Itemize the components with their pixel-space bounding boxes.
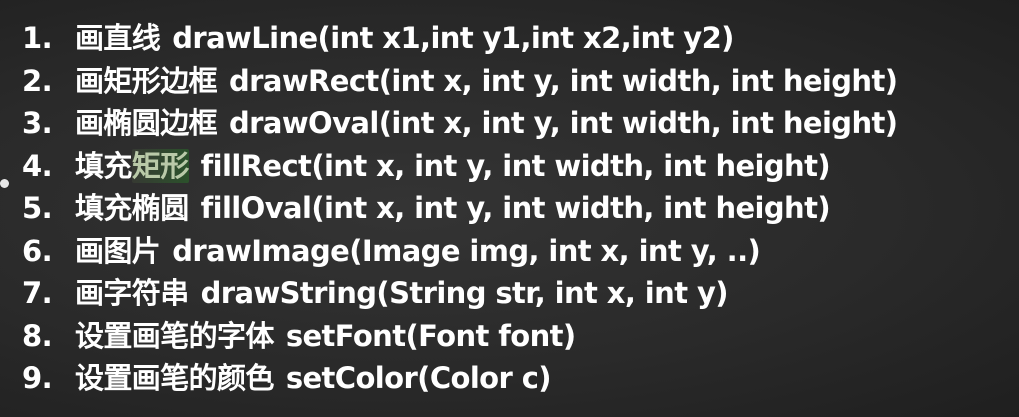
highlighted-text: 矩形: [131, 148, 189, 183]
item-method-signature: fillOval(int x, int y, int width, int he…: [200, 191, 831, 225]
pointer-dot: [0, 179, 9, 188]
item-method-signature: drawRect(int x, int y, int width, int he…: [229, 63, 898, 98]
list-item: 2. 画矩形边框 drawRect(int x, int y, int width,…: [22, 60, 898, 103]
item-chinese-label: 画字符串: [75, 276, 189, 310]
item-number: 2.: [22, 63, 53, 98]
item-number: 8.: [22, 318, 53, 353]
item-chinese-label: 填充矩形: [75, 148, 189, 183]
list-item: 9. 设置画笔的颜色 setColor(Color c): [22, 357, 897, 400]
item-chinese-label: 设置画笔的字体: [75, 318, 274, 353]
list-item: 7. 画字符串 drawString(String str, int x, int …: [22, 272, 897, 315]
item-chinese-label: 画矩形边框: [75, 63, 218, 98]
item-number: 9.: [22, 361, 53, 395]
item-number: 6.: [22, 233, 53, 268]
list-item: 8. 设置画笔的字体 setFont(Font font): [22, 315, 897, 358]
item-chinese-label: 画直线: [75, 21, 161, 55]
item-method-signature: drawLine(int x1,int y1,int x2,int y2): [172, 21, 734, 55]
item-chinese-label: 画图片: [75, 233, 161, 268]
item-number: 7.: [22, 276, 53, 310]
graphics-method-list: 1. 画直线 drawLine(int x1,int y1,int x2,int y…: [22, 17, 898, 400]
item-chinese-label: 画椭圆边框: [75, 106, 218, 140]
item-method-signature: drawString(String str, int x, int y): [200, 276, 729, 310]
item-method-signature: setColor(Color c): [285, 361, 552, 395]
item-chinese-label: 填充椭圆: [75, 191, 189, 225]
item-number: 4.: [22, 148, 53, 183]
item-method-signature: setFont(Font font): [285, 318, 576, 353]
list-item: 5. 填充椭圆 fillOval(int x, int y, int width, …: [22, 187, 897, 230]
list-item: 3. 画椭圆边框 drawOval(int x, int y, int width,…: [22, 102, 898, 145]
item-number: 5.: [22, 191, 53, 225]
item-chinese-label-plain: 填充: [75, 148, 132, 183]
item-number: 1.: [22, 21, 53, 55]
list-item: 6. 画图片 drawImage(Image img, int x, int y, …: [22, 230, 897, 273]
list-item: 1. 画直线 drawLine(int x1,int y1,int x2,int y…: [22, 17, 897, 60]
item-number: 3.: [22, 106, 53, 140]
list-item: 4. 填充矩形 fillRect(int x, int y, int width, …: [22, 145, 897, 188]
item-method-signature: drawOval(int x, int y, int width, int he…: [229, 106, 898, 140]
item-method-signature: fillRect(int x, int y, int width, int he…: [200, 148, 831, 183]
item-method-signature: drawImage(Image img, int x, int y, ..): [172, 233, 761, 268]
item-chinese-label: 设置画笔的颜色: [75, 361, 274, 395]
